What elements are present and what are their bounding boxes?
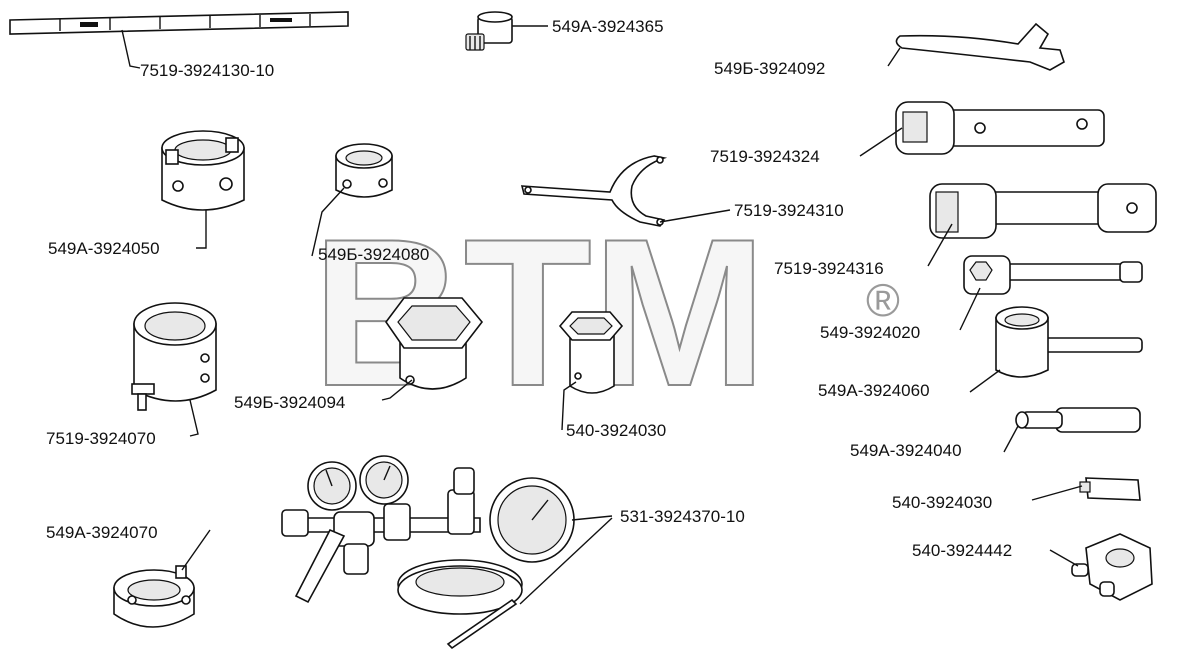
slotted-ring-socket-icon (161, 130, 245, 211)
part-label-7519-3924316: 7519-3924316 (774, 259, 884, 278)
leader-lines (121, 25, 1083, 605)
part-label-540-3924030-bit: 540-3924030 (892, 493, 992, 512)
part-label-7519-3924130-10: 7519-3924130-10 (140, 61, 274, 80)
large-hex-socket-icon (385, 297, 484, 390)
part-label-549a-3924050: 549А-3924050 (48, 239, 160, 258)
part-label-7519-3924310: 7519-3924310 (734, 201, 844, 220)
hook-spanner-icon (520, 155, 668, 227)
part-label-540-3924442: 540-3924442 (912, 541, 1012, 560)
hex-socket-rod-icon (963, 255, 1143, 295)
watermark: BTM ® (311, 194, 900, 431)
hex-nut-adapter-icon (1071, 533, 1153, 601)
t-handle-socket-icon (995, 306, 1143, 378)
part-label-549a-3924060: 549А-3924060 (818, 381, 930, 400)
pin-rod-icon (1015, 407, 1141, 433)
pressure-gauge-set-icon (281, 455, 575, 650)
part-label-549-3924020: 549-3924020 (820, 323, 920, 342)
part-label-549b-3924094: 549Б-3924094 (234, 393, 345, 412)
part-label-7519-3924324: 7519-3924324 (710, 147, 820, 166)
threaded-fitting-icon (465, 11, 513, 51)
small-ring-socket-icon (335, 143, 393, 198)
part-label-540-3924030-socket: 540-3924030 (566, 421, 666, 440)
part-label-549b-3924092: 549Б-3924092 (714, 59, 825, 78)
part-labels: 7519-3924130-10 549А-3924365 549Б-392409… (46, 17, 1012, 560)
part-label-531-3924370-10: 531-3924370-10 (620, 507, 745, 526)
part-label-549a-3924365: 549А-3924365 (552, 17, 664, 36)
splined-socket-icon (131, 302, 217, 411)
flat-wrench-icon (895, 22, 1065, 71)
part-label-549a-3924040: 549А-3924040 (850, 441, 962, 460)
small-hex-socket-icon (558, 311, 624, 394)
watermark-registered-mark: ® (866, 274, 900, 326)
lug-ring-icon (113, 565, 195, 628)
ruler-scale-icon (9, 11, 349, 35)
watermark-text: BTM (312, 195, 767, 430)
square-socket-bar-icon (895, 101, 1105, 155)
splined-socket-bar-icon (929, 183, 1157, 239)
part-label-549b-3924080: 549Б-3924080 (318, 245, 429, 264)
hex-bit-icon (1079, 477, 1141, 501)
part-label-549a-3924070: 549А-3924070 (46, 523, 158, 542)
part-label-7519-3924070: 7519-3924070 (46, 429, 156, 448)
